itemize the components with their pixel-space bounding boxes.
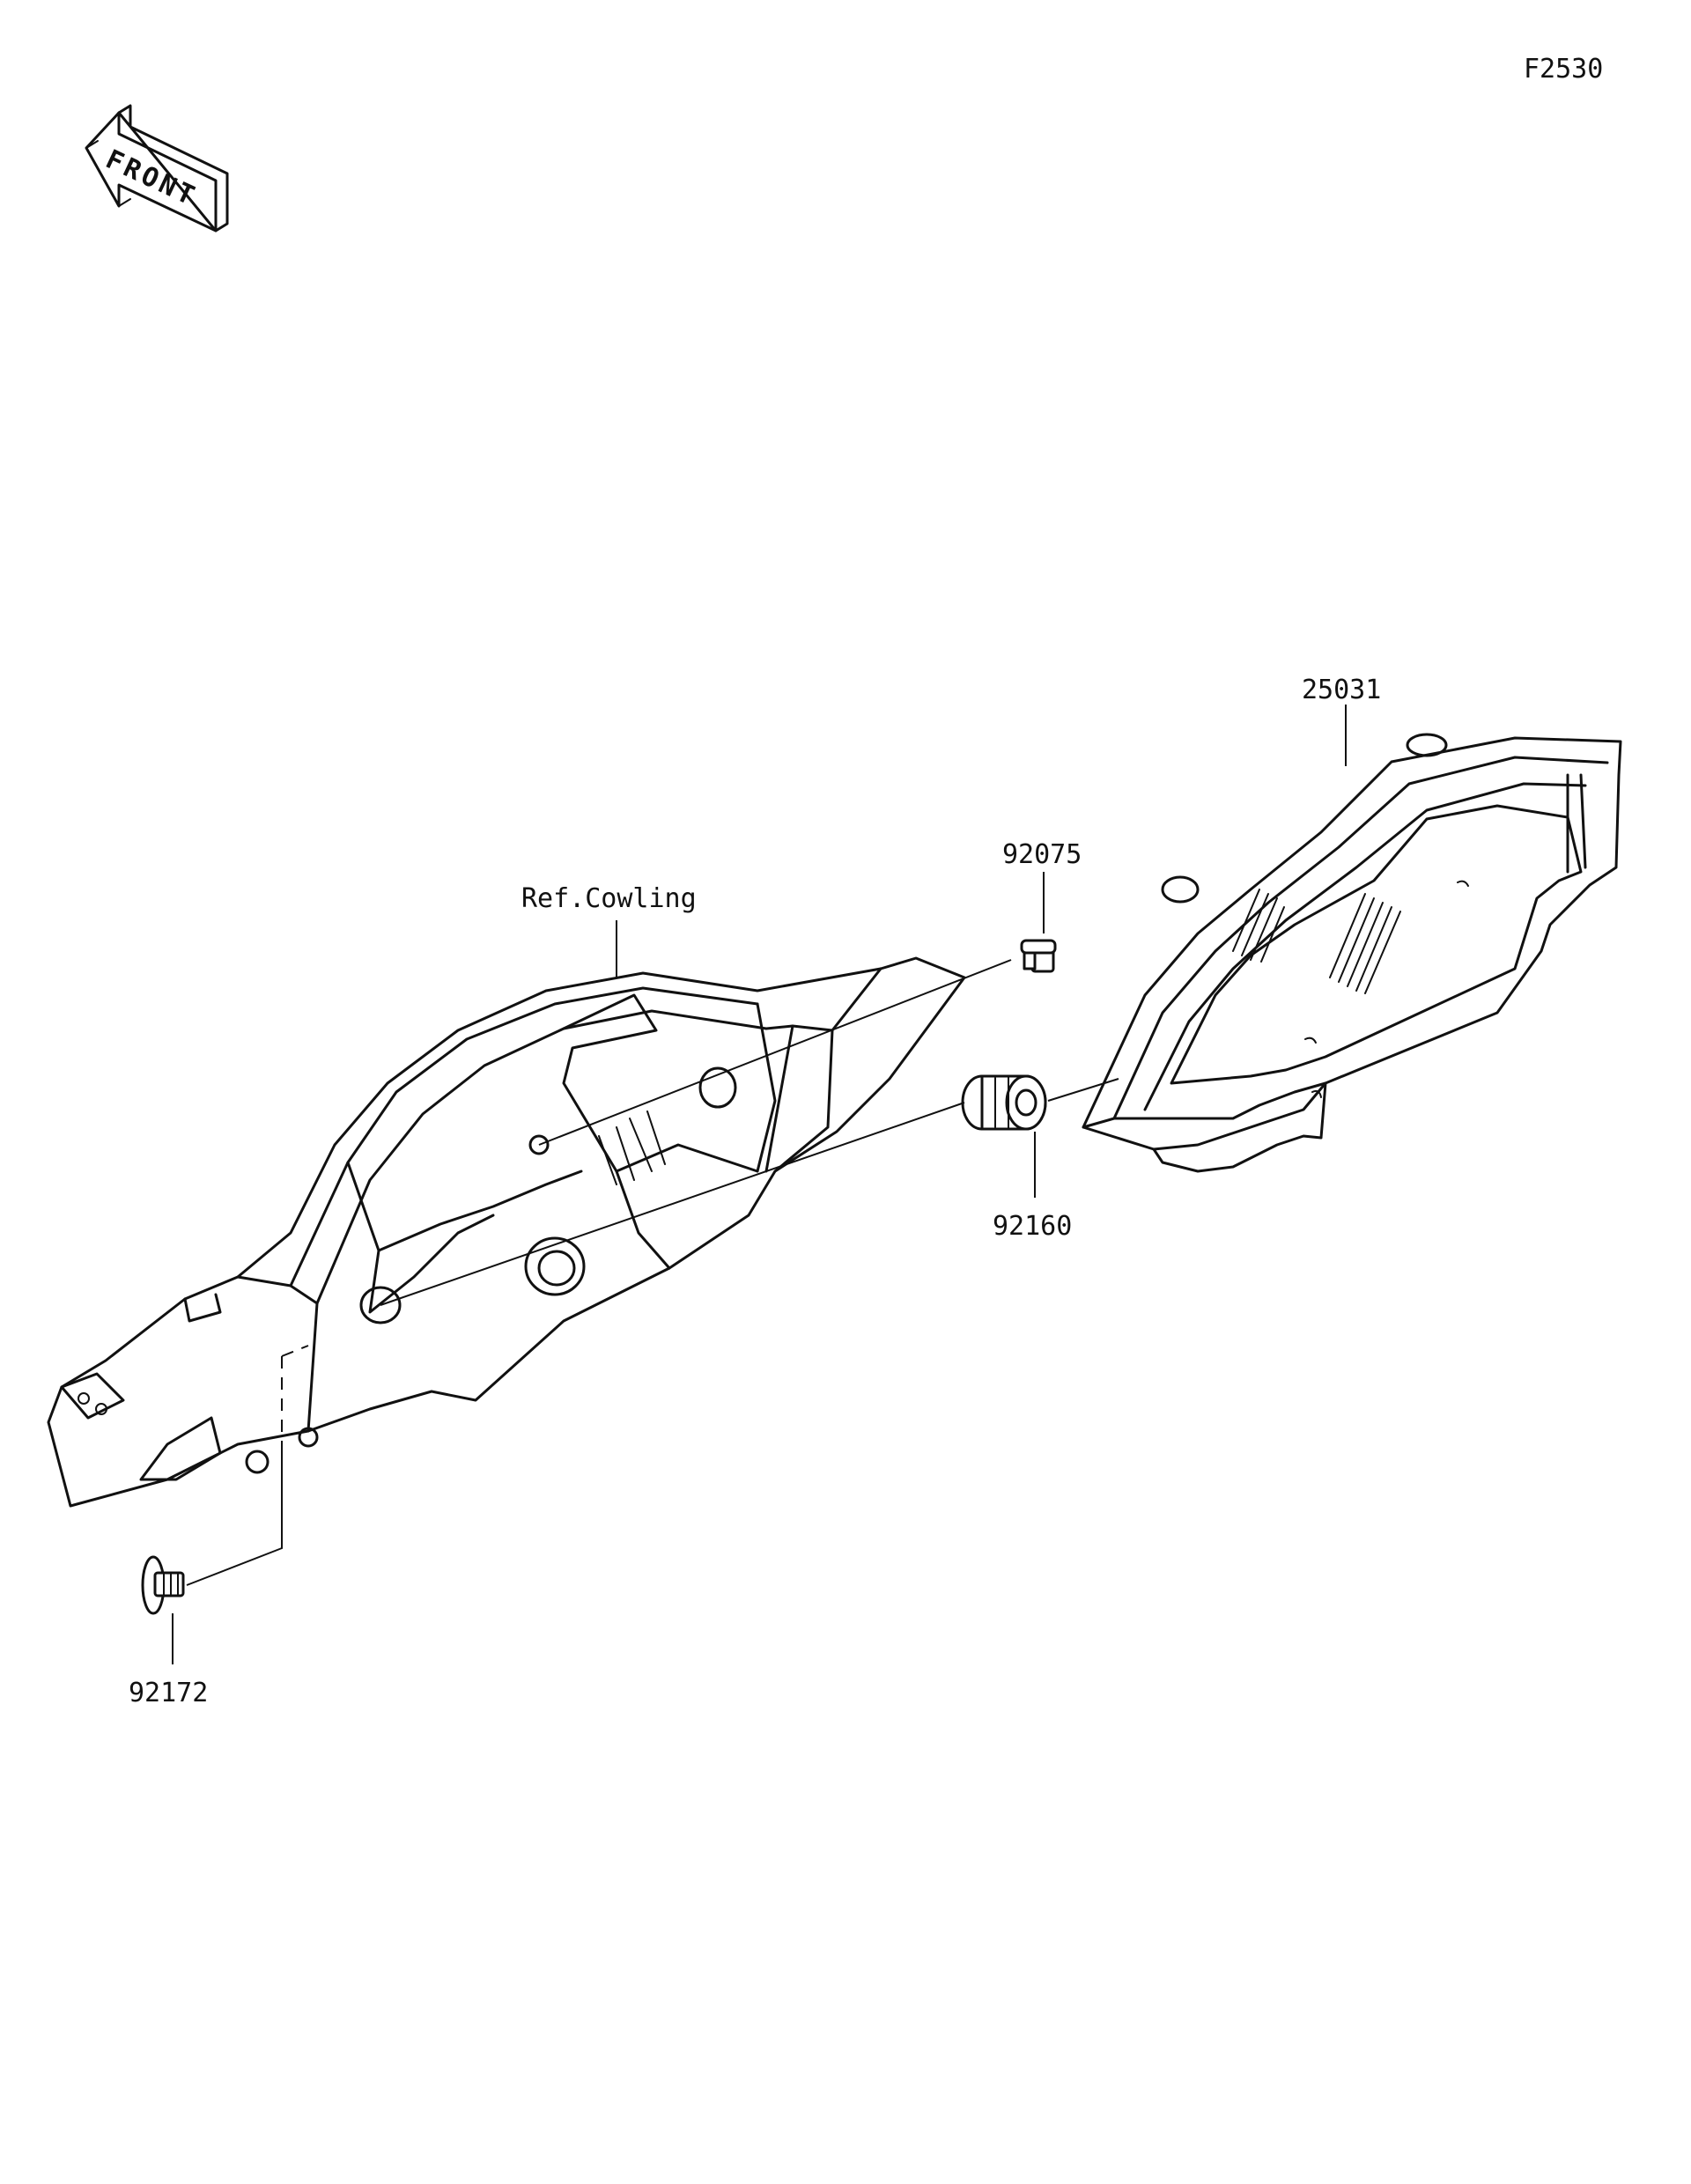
leader-lines xyxy=(172,705,1347,1664)
bolt-92075-drawing xyxy=(1020,939,1057,973)
label-ref-cowling: Ref.Cowling xyxy=(521,883,697,914)
front-arrow-icon: FRONT xyxy=(85,104,229,232)
label-25031: 25031 xyxy=(1302,675,1381,705)
label-92160: 92160 xyxy=(993,1211,1072,1242)
grommet-92160-drawing xyxy=(961,1074,1047,1131)
cowling-drawing xyxy=(47,956,966,1508)
label-92172: 92172 xyxy=(129,1678,208,1708)
meter-assembly-drawing xyxy=(1082,733,1622,1173)
label-92075: 92075 xyxy=(1002,839,1082,870)
bolt-92172-drawing xyxy=(141,1555,185,1615)
figure-id: F2530 xyxy=(1524,54,1603,85)
